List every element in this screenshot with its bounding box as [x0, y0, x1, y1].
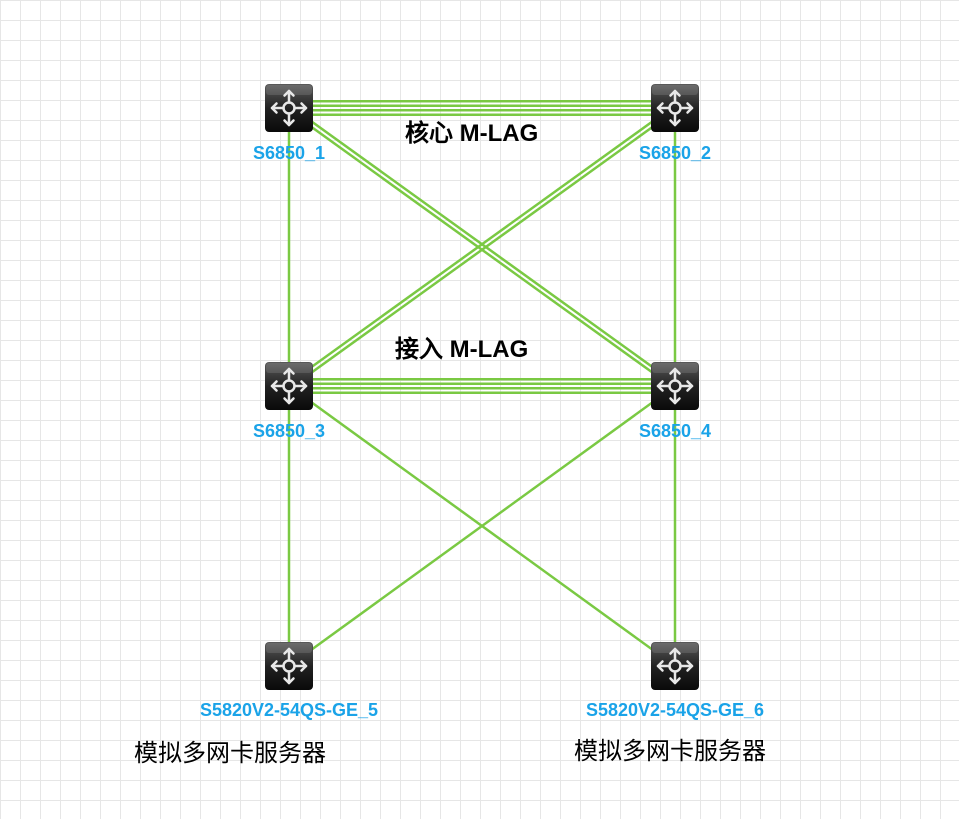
- device-s6850-1[interactable]: [264, 83, 314, 133]
- device-label-s6850-1: S6850_1: [252, 143, 326, 163]
- device-s6850-3[interactable]: [264, 361, 314, 411]
- device-label-s6850-4: S6850_4: [638, 421, 712, 441]
- switch-icon: [650, 641, 700, 691]
- device-s5820-5[interactable]: [264, 641, 314, 691]
- device-s6850-4[interactable]: [650, 361, 700, 411]
- device-s6850-2[interactable]: [650, 83, 700, 133]
- switch-icon: [264, 83, 314, 133]
- server-label-left: 模拟多网卡服务器: [134, 739, 326, 767]
- link-s6850_2-s6850_3: [289, 108, 678, 389]
- device-label-s6850-3: S6850_3: [252, 421, 326, 441]
- server-label-right: 模拟多网卡服务器: [574, 737, 766, 765]
- switch-icon: [264, 361, 314, 411]
- core-mlag-label: 核心 M-LAG: [405, 120, 539, 147]
- device-label-s5820-5: S5820V2-54QS-GE_5: [199, 700, 379, 720]
- device-label-s6850-2: S6850_2: [638, 143, 712, 163]
- switch-icon: [264, 641, 314, 691]
- link-s6850_4-s5820_5: [288, 384, 676, 668]
- device-label-s5820-6: S5820V2-54QS-GE_6: [585, 700, 765, 720]
- link-s6850_1-s6850_4: [286, 108, 675, 389]
- switch-icon: [650, 361, 700, 411]
- switch-icon: [650, 83, 700, 133]
- link-s6850_2-s6850_3: [286, 105, 675, 386]
- device-s5820-6[interactable]: [650, 641, 700, 691]
- link-s6850_1-s6850_4: [289, 105, 678, 386]
- access-mlag-label: 接入 M-LAG: [395, 336, 529, 363]
